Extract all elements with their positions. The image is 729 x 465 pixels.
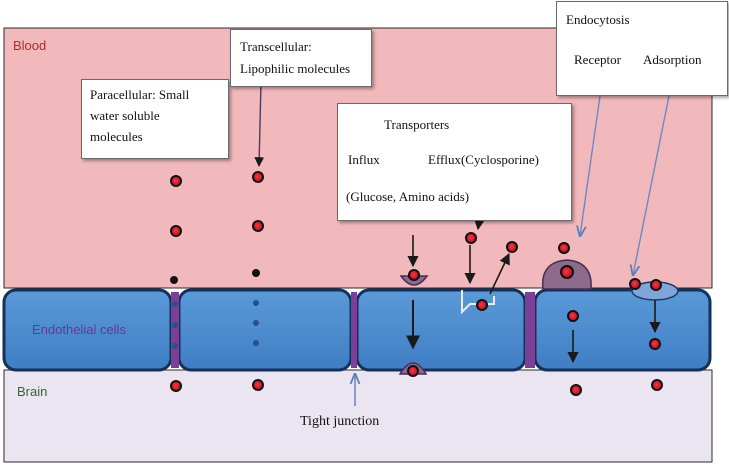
endothelial-label: Endothelial cells	[32, 322, 126, 337]
transcellular-line-2: Lipophilic molecules	[240, 61, 351, 76]
influx-transporter	[398, 235, 429, 377]
transporter-examples: (Glucose, Amino acids)	[346, 189, 470, 204]
paracellular-line-3: molecules	[90, 129, 143, 144]
paracellular-molecules	[170, 175, 182, 392]
influx-label: Influx	[348, 152, 380, 167]
brain-label: Brain	[17, 384, 48, 399]
receptor-label: Receptor	[574, 52, 621, 67]
transcellular-box: Transcellular: Lipophilic molecules	[230, 29, 372, 87]
paracellular-line-2: water soluble	[90, 108, 160, 123]
tight-junction-2	[351, 292, 357, 368]
transcellular-molecules	[252, 171, 264, 391]
adsorption-label: Adsorption	[643, 52, 702, 67]
endocytosis-box: Endocytosis Receptor Adsorption	[556, 1, 728, 96]
endothelial-cell-3	[355, 288, 527, 372]
transporters-box: Transporters Influx Efflux(Cyclosporine)…	[337, 103, 572, 221]
efflux-label: Efflux(Cyclosporine)	[428, 152, 539, 167]
receptor-endocytosis	[541, 95, 601, 396]
endothelial-cell-layer	[2, 288, 712, 372]
adsorptive-endocytosis	[629, 95, 679, 391]
tight-junction-label: Tight junction	[300, 414, 380, 429]
transporters-title: Transporters	[384, 117, 450, 132]
paracellular-line-1: Paracellular: Small	[90, 87, 190, 102]
transcellular-line-1: Transcellular:	[240, 39, 312, 54]
paracellular-box: Paracellular: Small water soluble molecu…	[81, 79, 229, 159]
brain-region	[3, 369, 713, 463]
endothelial-cell-4	[533, 288, 712, 372]
endothelial-cell-2	[177, 288, 353, 372]
endocytosis-title: Endocytosis	[566, 12, 630, 27]
tight-junction-1	[171, 292, 179, 368]
transcellular-arrow	[254, 81, 265, 167]
tight-junction-3	[525, 292, 535, 368]
blood-label: Blood	[13, 38, 47, 53]
